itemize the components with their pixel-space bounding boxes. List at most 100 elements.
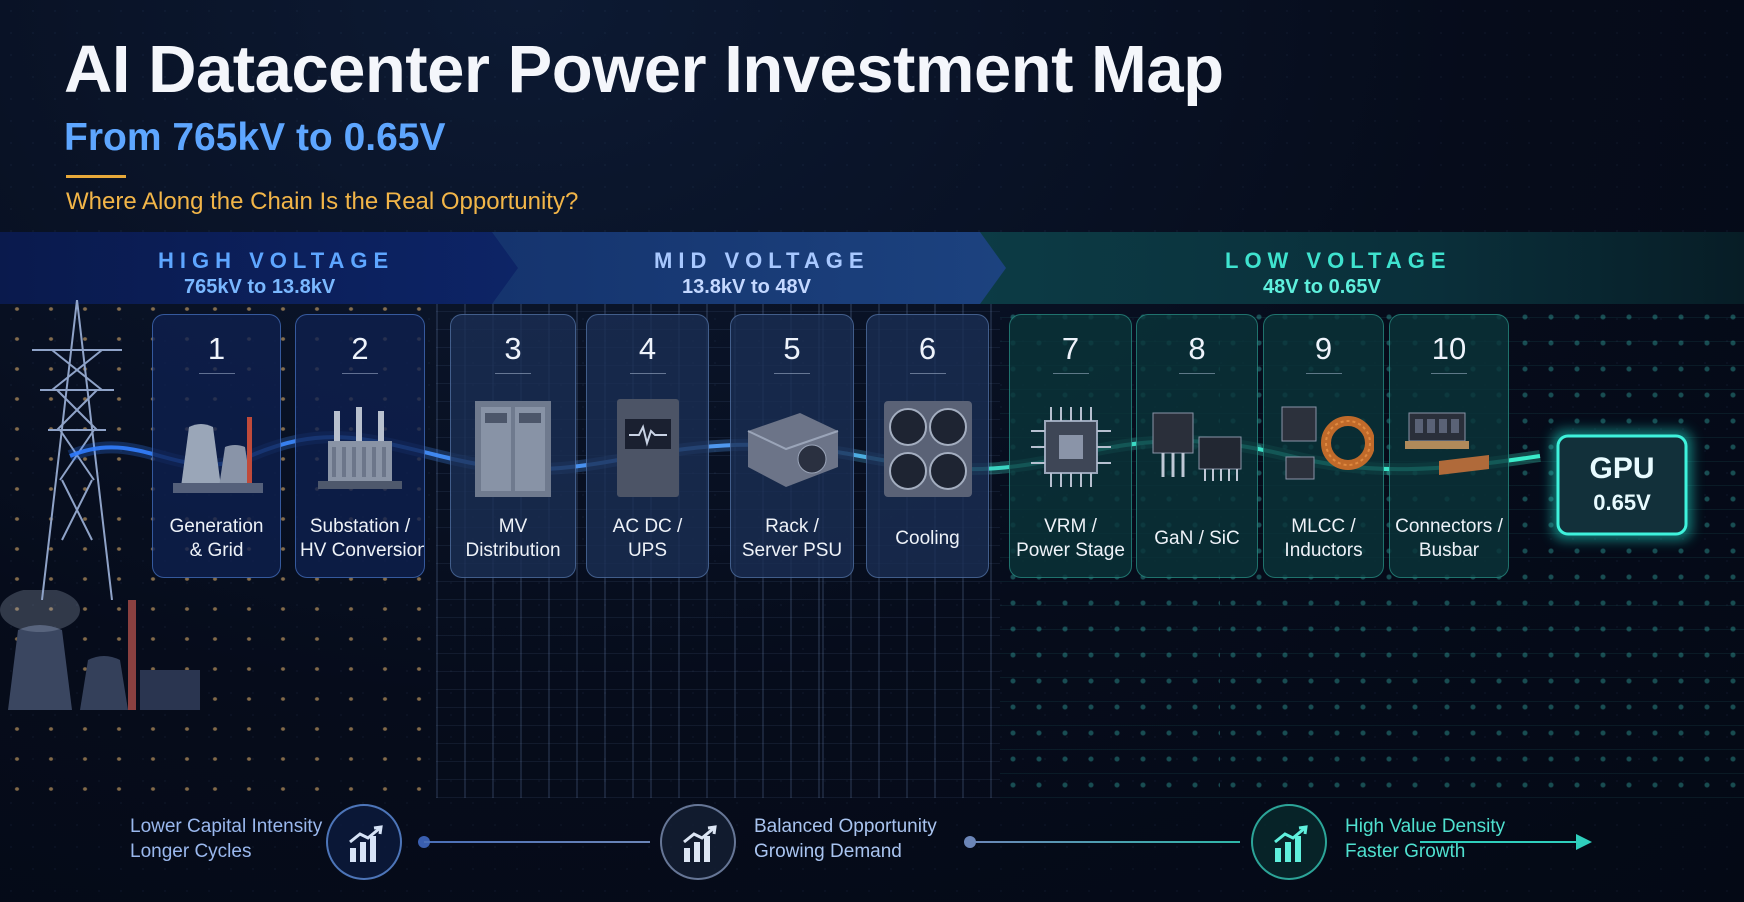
gpu-label: GPU [1589,452,1654,485]
chain-card-cooling[interactable]: 6 Cooling [866,314,989,578]
transistor-icon [1137,397,1257,507]
growth-chart-icon [660,804,736,880]
card-divider [342,373,378,374]
card-label-line1: Cooling [895,528,960,549]
card-label: AC DC / UPS [591,515,704,563]
caption-line2: Growing Demand [754,841,902,862]
card-label-line2: Server PSU [741,540,843,561]
connector-icon [1390,397,1508,507]
card-divider [1305,373,1342,374]
growth-chart-icon [326,804,402,880]
connector-line [970,841,1240,843]
chain-card-ac-dc-ups[interactable]: 4 AC DC / UPS [586,314,709,578]
cooling-tower-icon [0,590,200,710]
card-label-line2: Distribution [465,540,561,561]
band-title: MID VOLTAGE [654,248,870,273]
card-number: 9 [1314,331,1333,366]
card-number: 4 [638,331,657,366]
cooling-fan-icon [867,397,988,507]
chain-card-gan-sic[interactable]: 8 GaN / SiC [1136,314,1258,578]
connector-line [1420,841,1580,843]
card-label: MLCC / Inductors [1268,515,1379,563]
card-label-line1: Generation [169,516,264,537]
card-divider [909,373,946,374]
gpu-voltage: 0.65V [1593,490,1651,515]
card-label-line2: Busbar [1418,540,1480,561]
caption-line2: Longer Cycles [130,841,252,862]
card-label-line1: GaN / SiC [1154,528,1240,549]
card-label: VRM / Power Stage [1014,515,1127,563]
bottom-caption-high: Lower Capital Intensity Longer Cycles [130,814,322,864]
chain-card-rack-psu[interactable]: 5 Rack / Server PSU [730,314,854,578]
band-low-voltage: LOW VOLTAGE 48V to 0.65V [980,232,1744,304]
connector-line [424,841,650,843]
accent-divider [66,175,126,178]
band-mid-voltage: MID VOLTAGE 13.8kV to 48V [492,232,1008,304]
card-label-line1: Rack / [765,516,819,537]
card-label-line2: & Grid [189,540,244,561]
card-divider [774,373,810,374]
switchgear-icon [451,397,575,507]
card-label-line2: HV Conversion [300,540,425,561]
card-label: Connectors / Busbar [1394,515,1504,563]
card-number: 6 [918,331,937,366]
card-number: 8 [1188,331,1206,366]
card-number: 10 [1431,331,1467,366]
bottom-caption-low: High Value Density Faster Growth [1345,814,1505,864]
card-label-line1: MV [498,516,528,537]
vrm-chip-icon [1010,397,1131,507]
card-label: Substation / HV Conversion [300,515,425,563]
card-divider [198,373,235,374]
page-question: Where Along the Chain Is the Real Opport… [66,188,579,215]
page-subtitle: From 765kV to 0.65V [64,116,446,159]
card-label-line1: Substation / [309,516,411,537]
card-label-line1: Connectors / [1395,516,1503,537]
band-title: LOW VOLTAGE [1225,248,1452,273]
card-label: Rack / Server PSU [735,515,849,563]
power-plant-icon [153,397,280,507]
card-label: GaN / SiC [1141,527,1253,551]
card-number: 5 [783,331,801,366]
band-range: 48V to 0.65V [1263,276,1381,298]
inductor-icon [1264,397,1383,507]
card-divider [629,373,666,374]
card-number: 7 [1061,331,1080,366]
card-divider [1052,373,1089,374]
band-range: 765kV to 13.8kV [184,276,336,298]
band-high-voltage: HIGH VOLTAGE 765kV to 13.8kV [0,232,520,304]
chain-card-vrm[interactable]: 7 VRM / Power Stage [1009,314,1132,578]
card-label-line2: Inductors [1284,540,1363,561]
arrow-right-icon [1576,834,1592,850]
chain-card-connectors-busbar[interactable]: 10 Connectors / Busbar [1389,314,1509,578]
band-title: HIGH VOLTAGE [158,248,395,273]
chain-card-mv-distribution[interactable]: 3 MV Distribution [450,314,576,578]
card-label-line1: AC DC / [612,516,683,537]
bottom-caption-mid: Balanced Opportunity Growing Demand [754,814,937,864]
card-label-line1: VRM / [1044,516,1097,537]
card-divider [1179,373,1215,374]
card-label-line1: MLCC / [1291,516,1356,537]
caption-line1: Balanced Opportunity [754,816,937,837]
chain-card-substation[interactable]: 2 Substation / HV Conversion [295,314,425,578]
card-number: 2 [351,331,369,366]
card-label: MV Distribution [455,515,571,563]
caption-line1: Lower Capital Intensity [130,816,323,837]
chain-card-mlcc-inductors[interactable]: 9 MLCC / Inductors [1263,314,1384,578]
chain-card-generation[interactable]: 1 Generation & Grid [152,314,281,578]
transformer-icon [296,397,424,507]
card-label-line2: Power Stage [1016,540,1125,561]
card-number: 3 [504,331,522,366]
card-number: 1 [207,331,226,366]
psu-icon [731,397,853,507]
card-label: Generation & Grid [157,515,276,563]
ups-icon [587,397,708,507]
card-label: Cooling [871,527,984,551]
caption-line2: Faster Growth [1345,841,1466,862]
caption-line1: High Value Density [1345,816,1506,837]
card-label-line2: UPS [627,540,668,561]
card-divider [1431,373,1467,374]
gpu-chip-icon: GPU 0.65V [1552,430,1692,540]
band-range: 13.8kV to 48V [682,276,811,298]
growth-chart-icon [1251,804,1327,880]
